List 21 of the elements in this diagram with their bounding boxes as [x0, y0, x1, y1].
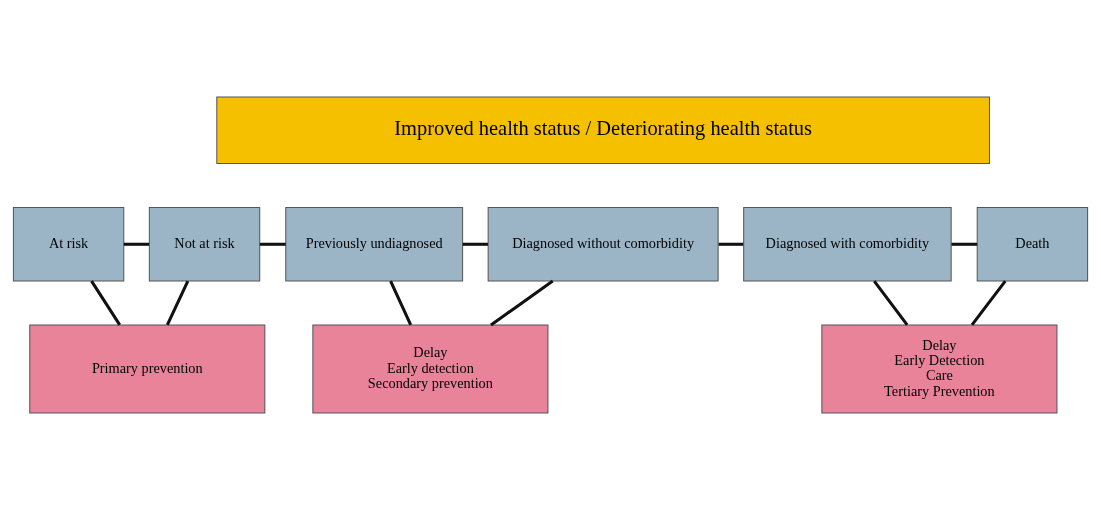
- connector: [90, 279, 121, 326]
- node-box: At risk: [12, 206, 125, 282]
- node-box: Not at risk: [148, 206, 261, 282]
- connector: [123, 242, 150, 246]
- connector: [259, 242, 286, 246]
- connector: [951, 242, 978, 246]
- node-box: Improved health status / Deteriorating health status: [216, 96, 990, 164]
- connector: [970, 279, 1007, 326]
- node-box: Diagnosed without comorbidity: [487, 206, 719, 282]
- connector: [490, 279, 554, 326]
- connector: [389, 279, 413, 326]
- connector: [718, 242, 744, 246]
- node-box: Death: [976, 206, 1089, 282]
- node-box: Delay Early Detection Care Tertiary Prevention: [821, 324, 1058, 413]
- node-box: Previously undiagnosed: [285, 206, 464, 282]
- node-box: Primary prevention: [29, 324, 266, 413]
- connector: [165, 279, 190, 326]
- connector: [873, 279, 909, 326]
- node-box: Delay Early detection Secondary prevention: [312, 324, 549, 413]
- connector: [462, 242, 488, 246]
- node-box: Diagnosed with comorbidity: [743, 206, 952, 282]
